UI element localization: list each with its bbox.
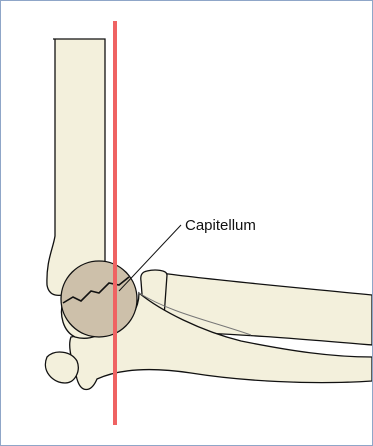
capitellum: [61, 261, 137, 337]
olecranon-fragment: [45, 352, 78, 383]
capitellum-label: Capitellum: [185, 217, 256, 234]
humerus-bone: [47, 39, 105, 295]
